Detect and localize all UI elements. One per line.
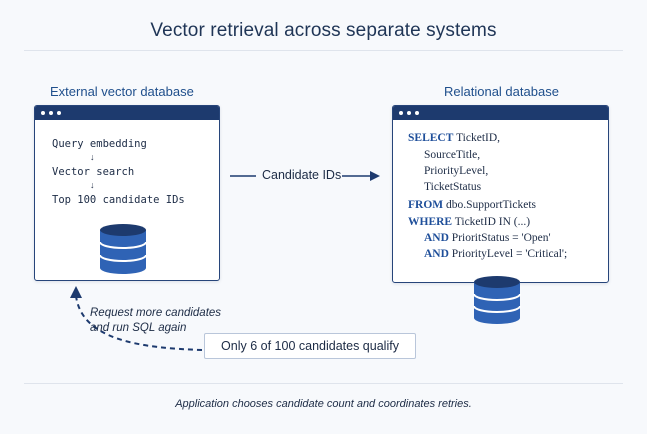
- sql-line: SELECT TicketID,: [408, 132, 501, 144]
- step-down-arrow-icon: ↓: [90, 152, 95, 162]
- sql-line: FROM dbo.SupportTickets: [408, 199, 537, 211]
- window-dot-icon: [407, 111, 411, 115]
- window-dot-icon: [399, 111, 403, 115]
- window-dot-icon: [57, 111, 61, 115]
- left-panel-label: External vector database: [50, 84, 194, 99]
- connector-label: Candidate IDs: [262, 168, 342, 182]
- sql-line: AND PriorityLevel = 'Critical';: [424, 248, 568, 260]
- window-dot-icon: [41, 111, 45, 115]
- footer-note: Application chooses candidate count and …: [175, 398, 472, 410]
- candidate-ids-arrow: [230, 171, 380, 181]
- window-titlebar: [393, 106, 608, 120]
- window-titlebar: [35, 106, 219, 120]
- vector-db-window: Query embedding ↓ Vector search ↓ Top 10…: [34, 105, 220, 281]
- diagram-title: Vector retrieval across separate systems: [150, 20, 497, 41]
- window-dot-icon: [49, 111, 53, 115]
- step-top-candidates: Top 100 candidate IDs: [52, 194, 185, 206]
- sql-line: TicketStatus: [424, 181, 482, 193]
- sql-line: PriorityLevel,: [424, 165, 489, 177]
- retry-label: Request more candidates and run SQL agai…: [90, 307, 222, 334]
- step-query-embedding: Query embedding: [52, 138, 147, 150]
- window-dot-icon: [415, 111, 419, 115]
- relational-db-window: SELECT TicketID, SourceTitle, PriorityLe…: [392, 105, 609, 283]
- sql-line: WHERE TicketID IN (...): [408, 216, 531, 228]
- right-panel-label: Relational database: [444, 84, 559, 99]
- sql-line: AND PrioritStatus = 'Open': [424, 232, 551, 244]
- step-vector-search: Vector search: [52, 166, 135, 178]
- bottom-divider: [24, 383, 623, 384]
- database-icon: [473, 276, 521, 324]
- step-down-arrow-icon: ↓: [90, 180, 95, 190]
- sql-line: SourceTitle,: [424, 149, 481, 161]
- retry-loop-arrow: [70, 286, 203, 351]
- qualify-callout: Only 6 of 100 candidates qualify: [204, 333, 416, 359]
- database-icon: [99, 224, 147, 274]
- top-divider: [24, 50, 623, 51]
